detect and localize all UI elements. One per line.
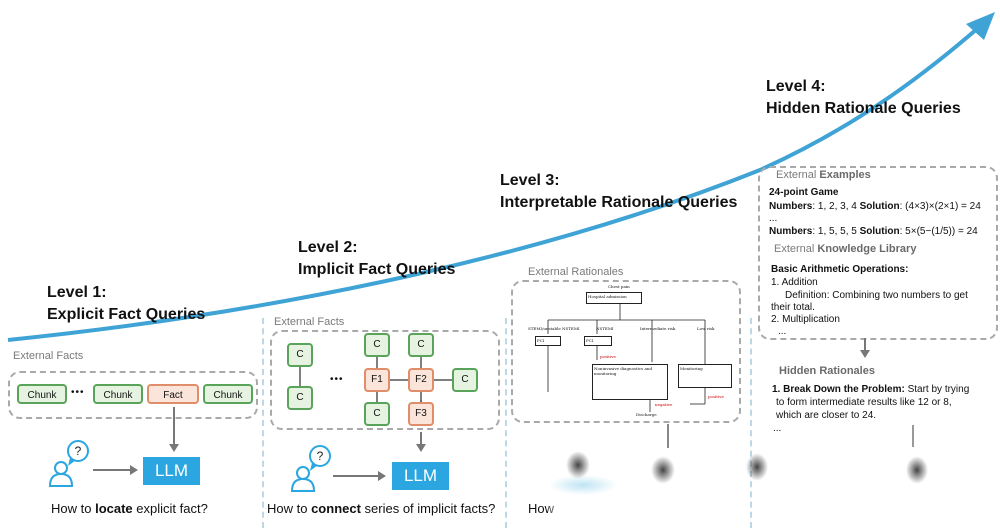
faded-icon xyxy=(650,455,676,485)
graph-node-f3: F3 xyxy=(408,402,434,426)
step-1-cont: to form intermediate results like 12 or … xyxy=(776,397,952,408)
op-1: 1. Addition xyxy=(771,277,818,288)
example-2: Numbers: 1, 5, 5, 5 Solution: 5×(5−(1/5)… xyxy=(769,226,978,237)
graph-node-c: C xyxy=(452,368,478,392)
step-1: 1. Break Down the Problem: Start by tryi… xyxy=(772,384,970,395)
op-2: 2. Multiplication xyxy=(771,314,840,325)
flowchart-label: STEMI/unstable NSTEMI xyxy=(528,326,580,331)
faded-icon xyxy=(565,450,591,480)
chunk: Chunk xyxy=(93,384,143,404)
fade-overlay xyxy=(548,496,618,522)
svg-text:?: ? xyxy=(317,449,324,463)
user-question-icon: ? xyxy=(48,440,89,487)
down-arrow xyxy=(860,338,870,358)
separator xyxy=(262,318,264,528)
faded-arrow xyxy=(912,425,914,447)
flowchart-box: Monitoring xyxy=(678,364,732,388)
graph-node-f1: F1 xyxy=(364,368,390,392)
panel-3-question: How xyxy=(528,501,555,516)
svg-text:?: ? xyxy=(75,444,82,458)
panel-2-facts-box xyxy=(270,330,500,430)
flowchart-box: PCI xyxy=(584,336,612,346)
fact: Fact xyxy=(147,384,199,404)
faded-icon xyxy=(745,452,769,482)
flowchart-positive: positive xyxy=(708,394,724,399)
graph-node-c: C xyxy=(287,343,313,367)
ops-title: Basic Arithmetic Operations: xyxy=(771,264,909,275)
flowchart-label: Discharge xyxy=(636,412,657,417)
graph-node-c: C xyxy=(364,333,390,357)
ellipsis: ... xyxy=(773,423,782,434)
panel-3-label: External Rationales xyxy=(528,266,624,278)
flowchart-title: Chest pain xyxy=(608,284,630,289)
ellipsis: ••• xyxy=(330,374,344,385)
flowchart-box: Noninvasive diagnostics and monitoring xyxy=(592,364,668,400)
graph-node-c: C xyxy=(287,386,313,410)
op-1-definition-cont: their total. xyxy=(771,302,815,313)
ellipsis: ... xyxy=(769,213,778,224)
separator xyxy=(750,318,752,528)
panel-1-question: How to locate explicit fact? xyxy=(51,501,208,516)
faded-llm-box xyxy=(548,475,618,495)
example-1: Numbers: 1, 2, 3, 4 Solution: (4×3)×(2×1… xyxy=(769,201,981,212)
level-1-title: Level 1:Explicit Fact Queries xyxy=(47,284,206,323)
flowchart-box: PCI xyxy=(535,336,561,346)
flowchart-box: Hospital admission xyxy=(586,292,642,304)
chunk: Chunk xyxy=(203,384,253,404)
flowchart-positive: positive xyxy=(600,354,616,359)
graph-node-c: C xyxy=(364,402,390,426)
panel-4-knowledge-box xyxy=(758,166,998,340)
panel-1-arrows xyxy=(93,407,179,475)
llm-box: LLM xyxy=(392,462,449,490)
level-2-title: Level 2:Implicit Fact Queries xyxy=(298,239,456,278)
chunk: Chunk xyxy=(17,384,67,404)
panel-1-label: External Facts xyxy=(13,350,84,362)
game-title: 24-point Game xyxy=(769,187,839,198)
flowchart-label: Intermediate risk xyxy=(640,326,676,331)
level-3-title: Level 3:Interpretable Rationale Queries xyxy=(500,172,738,211)
hidden-rationales-title: Hidden Rationales xyxy=(779,365,875,377)
flowchart-negative: negative xyxy=(655,402,673,407)
graph-node-c: C xyxy=(408,333,434,357)
graph-node-f2: F2 xyxy=(408,368,434,392)
panel-1-facts-box xyxy=(8,371,258,419)
flowchart-label: Low risk xyxy=(697,326,715,331)
step-1-cont: which are closer to 24. xyxy=(776,410,877,421)
panel-2-label: External Facts xyxy=(274,316,345,328)
user-question-icon: ? xyxy=(290,445,331,492)
flowchart-label: NSTEMI xyxy=(596,326,614,331)
panel-4-examples-label: External Examples xyxy=(776,169,871,181)
llm-box: LLM xyxy=(143,457,200,485)
panel-2-question: How to connect series of implicit facts? xyxy=(267,501,496,516)
level-4-title: Level 4:Hidden Rationale Queries xyxy=(766,78,961,117)
panel-4-library-label: External Knowledge Library xyxy=(774,243,917,255)
ellipsis: ... xyxy=(778,326,787,337)
op-1-definition: Definition: Combining two numbers to get xyxy=(785,290,968,301)
panel-3-rationale-box xyxy=(511,280,741,423)
ellipsis: ••• xyxy=(71,387,85,398)
flowchart-lines xyxy=(547,300,706,448)
separator xyxy=(505,318,507,528)
faded-icon xyxy=(905,455,929,485)
